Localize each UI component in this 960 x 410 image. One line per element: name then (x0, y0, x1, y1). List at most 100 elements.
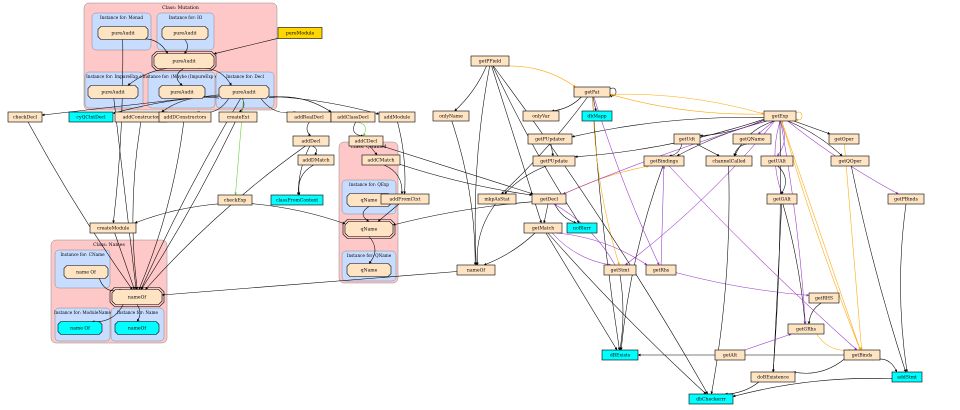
node-getPat[interactable]: getPat (573, 86, 611, 98)
edge-checkExp-to-qC (251, 203, 346, 225)
node-pureModule[interactable]: pureModule (277, 27, 323, 39)
node-onlyVar[interactable]: onlyVar (522, 110, 560, 122)
node-noBlurr[interactable]: noBlurr (566, 222, 598, 234)
node-getPUpdater[interactable]: getPUpdater (527, 133, 573, 145)
node-cyQCtxtDecl[interactable]: cyQCtxtDecl (68, 111, 114, 123)
node-getUAlt[interactable]: getUAlt (760, 155, 794, 167)
edge-getPField-to-getPat (506, 65, 576, 88)
node-label: onlyName (439, 114, 463, 120)
edge-checkExp-to-createModule (134, 203, 219, 224)
edge-getExp-to-getBinds (781, 120, 861, 351)
node-getPField[interactable]: getPField (470, 55, 510, 67)
node-n3[interactable]: nameOf (114, 321, 160, 335)
node-getGAlt[interactable]: getGAlt (766, 193, 798, 205)
instance-label: Instance for: QExp (349, 182, 389, 187)
edge-getGAlt-to-getGRhs (782, 203, 807, 325)
edge-getGRhs-to-getBinds (816, 333, 852, 352)
node-mut2[interactable]: pureAudit (161, 26, 209, 40)
node-dBExists[interactable]: dBExists (601, 349, 639, 361)
node-label: pureAudit (172, 59, 195, 65)
instance-label: Instance for: Decl (226, 74, 265, 79)
edge-getBindings-to-getBinds (668, 165, 858, 351)
edge-getDecl-to-getBindings (563, 165, 650, 195)
edge-getExp-to-getQOper (787, 120, 843, 157)
edge-getPat-to-dbMap (592, 96, 597, 112)
node-addDConstructors[interactable]: addDConstructors (158, 111, 212, 123)
node-doBExistence[interactable]: doBExistence (750, 371, 796, 383)
node-label: getUdt (679, 137, 695, 143)
node-getDecl[interactable]: getDecl (531, 193, 567, 205)
node-q2[interactable]: qName (346, 263, 392, 277)
node-addStmt[interactable]: addStmt (891, 371, 923, 383)
node-addRealDecl[interactable]: addRealDecl (286, 111, 332, 123)
node-label: pureAudit (232, 90, 255, 96)
node-getQName[interactable]: getQName (732, 133, 772, 145)
node-label: cyQCtxtDecl (76, 115, 106, 121)
node-addDecl[interactable]: addDecl (292, 135, 330, 147)
node-label: getBinds (852, 353, 873, 359)
node-mkpAsStat[interactable]: mkpAsStat (477, 193, 517, 205)
instance-label: Instance for: ModuleName (54, 310, 111, 315)
node-getRHS[interactable]: getRHS (808, 292, 840, 304)
node-addDMatch[interactable]: addDMatch (297, 154, 335, 166)
node-onlyName[interactable]: onlyName (432, 110, 470, 122)
node-getPBinds[interactable]: getPBinds (887, 193, 925, 205)
node-label: dBExists (610, 353, 631, 359)
edge-mut5-to-addConstructor (161, 96, 220, 113)
node-qC[interactable]: qName (342, 219, 396, 239)
node-mut1[interactable]: pureAudit (97, 26, 149, 40)
node-label: getGAlt (773, 197, 791, 203)
edge-onlyName-to-nameOf2 (451, 120, 477, 266)
node-addClassDecl[interactable]: addClassDecl (330, 111, 376, 123)
node-getExp[interactable]: getExp (763, 110, 797, 122)
edge-addModule-to-addFromCtxt (397, 121, 407, 195)
node-label: getPUpdater (535, 137, 566, 143)
node-label: addRealDecl (294, 115, 324, 121)
node-classFromContext[interactable]: classFromContext (270, 194, 324, 206)
node-nameOf2[interactable]: nameOf (456, 264, 496, 276)
node-mut5[interactable]: pureAudit (218, 85, 270, 99)
node-getRhs[interactable]: getRhs (645, 264, 677, 276)
edge-nameOf2-to-nC (161, 271, 458, 297)
edge-getExp-to-getUdt (699, 119, 765, 138)
node-mut4[interactable]: pureAudit (158, 85, 206, 99)
node-label: onlyVar (532, 114, 550, 120)
node-getStmt[interactable]: getStmt (603, 264, 637, 276)
node-n1[interactable]: name Of (63, 265, 109, 279)
node-checkDecl[interactable]: checkDecl (7, 111, 43, 123)
node-label: createModule (97, 226, 130, 232)
node-getOper[interactable]: getOper (828, 133, 860, 145)
node-getUdt[interactable]: getUdt (673, 133, 701, 145)
node-nC[interactable]: nameOf (109, 287, 165, 307)
node-getGRhs[interactable]: getGRhs (787, 323, 825, 335)
edge-getPat-to-getStmt (592, 96, 620, 266)
node-dbCheckerrr[interactable]: dbCheckerrr (688, 393, 734, 405)
instance-label: Instance for: CName (60, 252, 105, 257)
node-getBindings[interactable]: getBindings (643, 155, 685, 167)
node-createExt[interactable]: createExt (218, 111, 258, 123)
node-addCMatch[interactable]: addCMatch (361, 154, 401, 166)
node-getQOper[interactable]: getQOper (830, 155, 870, 167)
edge-getOper-to-getBinds (844, 143, 863, 351)
node-createModule[interactable]: createModule (89, 222, 137, 234)
node-getMatch[interactable]: getMatch (523, 222, 563, 234)
node-getBinds[interactable]: getBinds (843, 349, 881, 361)
node-label: nameOf (467, 268, 486, 274)
node-addFromCtxt[interactable]: addFromCtxt (380, 193, 430, 205)
node-n2[interactable]: name Of (57, 321, 103, 335)
node-channelCalled[interactable]: channelCalled (705, 155, 753, 167)
node-mut3[interactable]: pureAudit (87, 85, 139, 99)
edge-getQName-to-channelCalled (733, 143, 747, 157)
node-label: getMatch (532, 226, 554, 232)
node-dbMap[interactable]: dbMapp (581, 110, 613, 122)
instance-label: Instance for: IO (169, 15, 203, 20)
node-mutC[interactable]: pureAudit (151, 51, 217, 71)
node-getAlt[interactable]: getAlt (714, 349, 746, 361)
node-getPUpdate[interactable]: getPUpdate (532, 155, 576, 167)
edge-getMatch-to-nameOf2 (483, 232, 536, 266)
node-addModule[interactable]: addModule (378, 111, 416, 123)
edge-getPBinds-to-addStmt (900, 203, 908, 373)
node-checkExp[interactable]: checkExp (217, 194, 253, 206)
node-label: addCMatch (368, 158, 395, 164)
node-addCDecl[interactable]: addCDecl (348, 135, 384, 147)
